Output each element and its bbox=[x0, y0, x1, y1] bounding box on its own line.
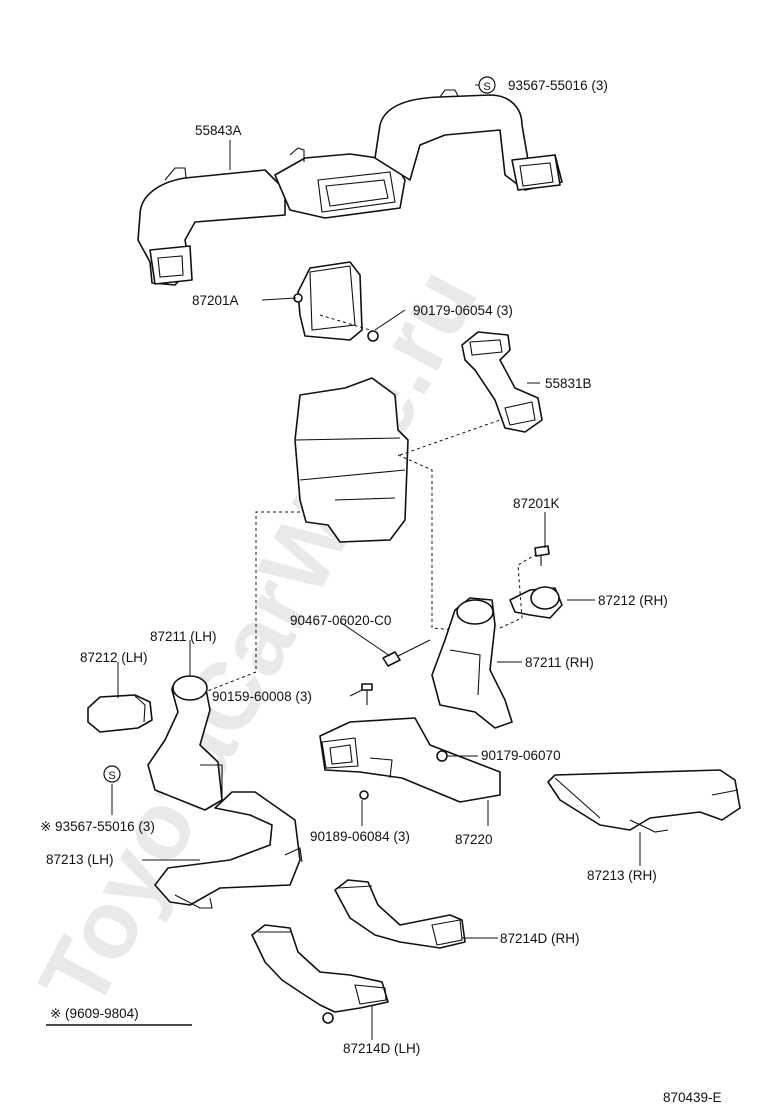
screw-marker-lh: S bbox=[103, 765, 121, 783]
duct-87213-rh bbox=[547, 769, 741, 833]
label-87201A: 87201A bbox=[192, 293, 239, 308]
label-87220: 87220 bbox=[455, 832, 493, 847]
label-87212-lh: 87212 (LH) bbox=[80, 650, 148, 665]
svg-text:S: S bbox=[108, 770, 115, 782]
leader-lines bbox=[111, 84, 641, 1040]
damper-87201A bbox=[293, 261, 379, 342]
label-93567-top: 93567-55016 (3) bbox=[508, 78, 608, 93]
duct-87220 bbox=[319, 717, 501, 803]
duct-55843A bbox=[137, 89, 563, 286]
duct-87212-rh bbox=[499, 551, 563, 629]
duct-87211-lh bbox=[147, 675, 223, 811]
label-87201K: 87201K bbox=[513, 496, 560, 511]
label-90159: 90159-60008 (3) bbox=[212, 689, 312, 704]
nut-icon bbox=[436, 750, 448, 762]
duct-87212-lh bbox=[87, 694, 153, 733]
label-87214D-rh: 87214D (RH) bbox=[500, 931, 580, 946]
label-90179-06054: 90179-06054 (3) bbox=[413, 303, 513, 318]
duct-87213-lh bbox=[154, 791, 303, 909]
diagram-code: 870439-E bbox=[663, 1090, 722, 1105]
clip-87201K bbox=[534, 545, 550, 566]
watermark: ToyotaCarWine.ru bbox=[19, 252, 498, 1025]
label-87213-lh: 87213 (LH) bbox=[46, 852, 114, 867]
duct-87214D-rh bbox=[334, 879, 466, 949]
duct-55831B bbox=[461, 331, 543, 433]
label-87211-lh: 87211 (LH) bbox=[150, 629, 217, 644]
label-90189: 90189-06084 (3) bbox=[310, 829, 410, 844]
duct-87214D-lh bbox=[251, 924, 389, 1024]
label-90467: 90467-06020-C0 bbox=[290, 613, 391, 628]
label-87214D-lh: 87214D (LH) bbox=[343, 1041, 420, 1056]
clip-icon bbox=[359, 790, 369, 800]
duct-87211-rh bbox=[431, 597, 513, 729]
svg-text:S: S bbox=[483, 81, 490, 93]
label-55831B: 55831B bbox=[545, 376, 592, 391]
footnote: ※ (9609-9804) bbox=[50, 1006, 139, 1021]
label-87212-rh: 87212 (RH) bbox=[598, 593, 668, 608]
screw-90467 bbox=[382, 639, 431, 667]
label-93567-lh: ※ 93567-55016 (3) bbox=[40, 819, 155, 834]
screw-marker-top: S bbox=[478, 76, 496, 94]
label-90179-06070: 90179-06070 bbox=[481, 748, 561, 763]
nut-icon bbox=[367, 330, 379, 342]
screw-90159 bbox=[361, 683, 373, 705]
label-87213-rh: 87213 (RH) bbox=[587, 868, 657, 883]
heater-unit bbox=[204, 377, 501, 693]
label-87211-rh: 87211 (RH) bbox=[525, 655, 594, 670]
label-55843A: 55843A bbox=[195, 123, 242, 138]
